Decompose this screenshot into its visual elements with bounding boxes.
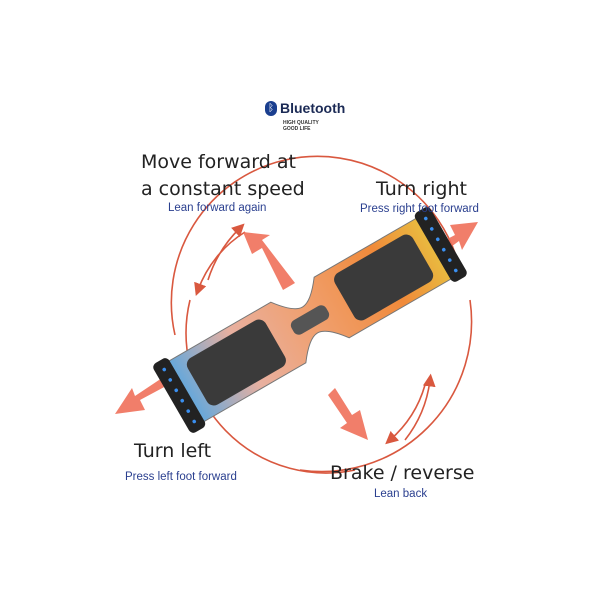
turn-left-hint: Press left foot forward <box>125 471 237 483</box>
forward-title-1: Move forward at <box>141 151 296 173</box>
ring-arc-left <box>185 299 356 474</box>
led-lights <box>162 216 458 424</box>
brake-hint: Lean back <box>374 488 428 500</box>
center-pivot <box>290 305 330 335</box>
forward-title-2: a constant speed <box>141 178 305 200</box>
hoverboard <box>153 207 467 433</box>
bluetooth-icon: ᛒ <box>265 100 277 116</box>
right-foot-pad <box>334 234 434 321</box>
bluetooth-logo: ᛒ Bluetooth <box>265 100 345 116</box>
brand-tagline: HIGH QUALITY GOOD LIFE <box>283 120 319 132</box>
brake-title: Brake / reverse <box>330 462 475 484</box>
left-foot-pad <box>186 319 286 406</box>
arrow-brake <box>328 388 368 440</box>
brand-name: Bluetooth <box>280 100 346 116</box>
arrow-forward <box>243 232 295 290</box>
ring-arrow-brake-inner <box>385 384 426 445</box>
left-wheel-fender <box>153 358 206 433</box>
turn-left-title: Turn left <box>134 440 212 462</box>
turn-right-title: Turn right <box>376 178 467 200</box>
ring-arrow-brake-outer <box>404 373 436 441</box>
ring-arc-lower <box>299 299 473 473</box>
turn-right-hint: Press right foot forward <box>360 203 479 215</box>
ring-arrow-forward-inner <box>194 231 246 297</box>
tagline-line-1: HIGH QUALITY <box>283 120 319 126</box>
tagline-line-2: GOOD LIFE <box>283 126 311 132</box>
ring-arrow-forward-outer <box>207 223 245 281</box>
forward-hint: Lean forward again <box>168 202 267 214</box>
arrow-left <box>115 378 168 414</box>
right-wheel-fender <box>414 207 467 282</box>
